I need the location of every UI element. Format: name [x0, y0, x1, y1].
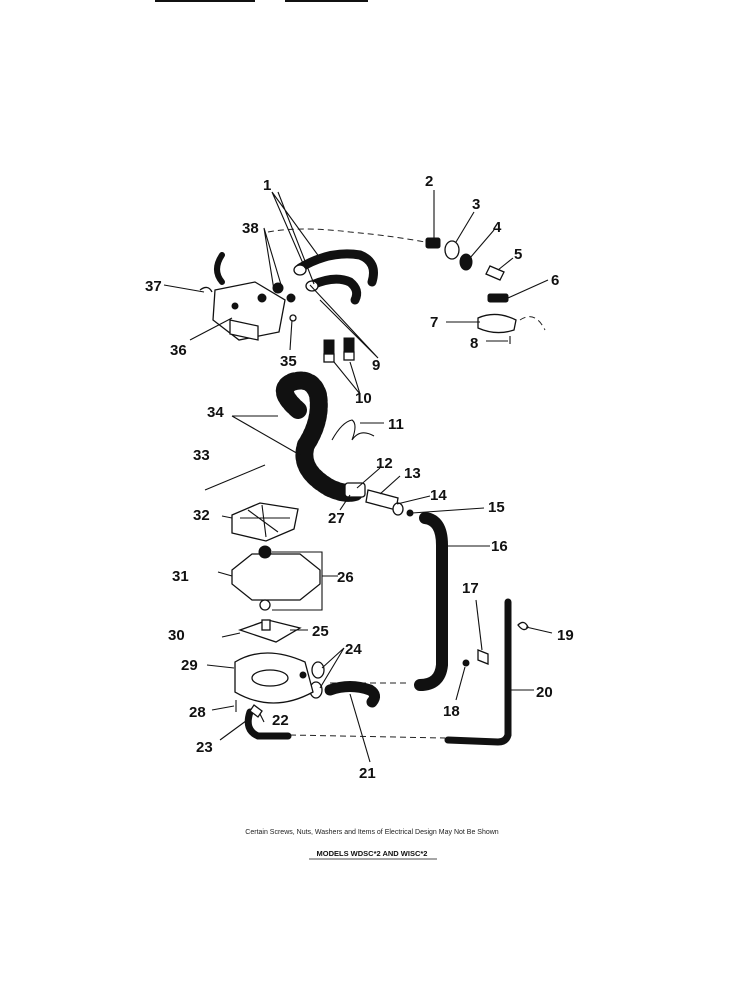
callout-37: 37: [145, 278, 162, 295]
callout-2: 2: [425, 173, 433, 190]
callout-26: 26: [337, 569, 354, 586]
part-34-corrugated-hose: [275, 371, 364, 502]
callout-20: 20: [536, 684, 553, 701]
callout-11: 11: [388, 416, 404, 433]
part-12-coupling: [344, 482, 366, 498]
part-3-washer: [444, 240, 460, 260]
part-22-23-hose: [244, 704, 292, 740]
callout-28: 28: [189, 704, 206, 721]
callout-14: 14: [430, 487, 447, 504]
part-14-ring: [392, 502, 404, 516]
callout-35: 35: [280, 353, 297, 370]
dash-line-top: [267, 228, 431, 244]
callout-19: 19: [557, 627, 574, 644]
callout-4: 4: [493, 219, 502, 236]
part-25-impeller-blade: [238, 619, 302, 643]
callout-31: 31: [172, 568, 189, 585]
part-7-plate: [477, 313, 517, 334]
part-19-clip: [517, 621, 529, 631]
callout-36: 36: [170, 342, 187, 359]
footer-note: Certain Screws, Nuts, Washers and Items …: [245, 829, 498, 836]
part-10-valves: [323, 337, 355, 363]
part-16-drain-hose: [414, 512, 448, 691]
callout-34: 34: [207, 404, 224, 421]
part-24-clamps: [309, 661, 325, 699]
dash-line-bottom: [289, 734, 446, 739]
callout-30: 30: [168, 627, 185, 644]
part-18-screw: [462, 659, 470, 667]
part-4-fitting: [459, 253, 473, 271]
part-17-bracket: [477, 649, 489, 665]
dash-line-right: [519, 316, 546, 331]
part-33-wire: [204, 464, 266, 491]
part-6-bracket: [487, 293, 509, 303]
callout-10: 10: [355, 390, 372, 407]
callout-12: 12: [376, 455, 393, 472]
callout-22: 22: [272, 712, 289, 729]
part-1-hose-assembly: [293, 249, 378, 305]
callout-8: 8: [470, 335, 478, 352]
part-32-impeller: [231, 502, 299, 542]
part-11-wire-clip: [331, 419, 375, 441]
part-37-hose-clamp: [199, 252, 225, 293]
part-31-gasket: [231, 553, 321, 601]
callout-9: 9: [372, 357, 380, 374]
callout-15: 15: [488, 499, 505, 516]
callout-23: 23: [196, 739, 213, 756]
part-38-rings: [272, 282, 296, 303]
callout-5: 5: [514, 246, 522, 263]
part-35-screw: [289, 314, 297, 322]
callout-17: 17: [462, 580, 479, 597]
callout-16: 16: [491, 538, 508, 555]
part-5-clip: [485, 265, 505, 281]
callout-13: 13: [404, 465, 421, 482]
callout-7: 7: [430, 314, 438, 331]
models-label: MODELS WDSC*2 AND WISC*2: [317, 849, 428, 858]
callout-25: 25: [312, 623, 329, 640]
callout-6: 6: [551, 272, 559, 289]
part-21-hose: [324, 681, 381, 708]
callout-3: 3: [472, 196, 480, 213]
part-2-nut: [425, 237, 441, 249]
callout-24: 24: [345, 641, 362, 658]
part-30-screw: [221, 632, 241, 638]
callout-29: 29: [181, 657, 198, 674]
part-20-pipe: [444, 598, 512, 746]
callout-33: 33: [193, 447, 210, 464]
callout-27: 27: [328, 510, 345, 527]
part-26-seal: [258, 545, 272, 611]
part-29-pump-housing: [234, 652, 314, 704]
leader-lines: [163, 190, 553, 763]
callout-18: 18: [443, 703, 460, 720]
callout-labels: 1 2 3 4 5 6 7 8 9 10 11 12 13 14 15 16 1…: [145, 173, 574, 782]
callout-1: 1: [263, 177, 271, 194]
callout-38: 38: [242, 220, 259, 237]
callout-21: 21: [359, 765, 376, 782]
callout-32: 32: [193, 507, 210, 524]
part-36-pump-body: [212, 281, 286, 341]
